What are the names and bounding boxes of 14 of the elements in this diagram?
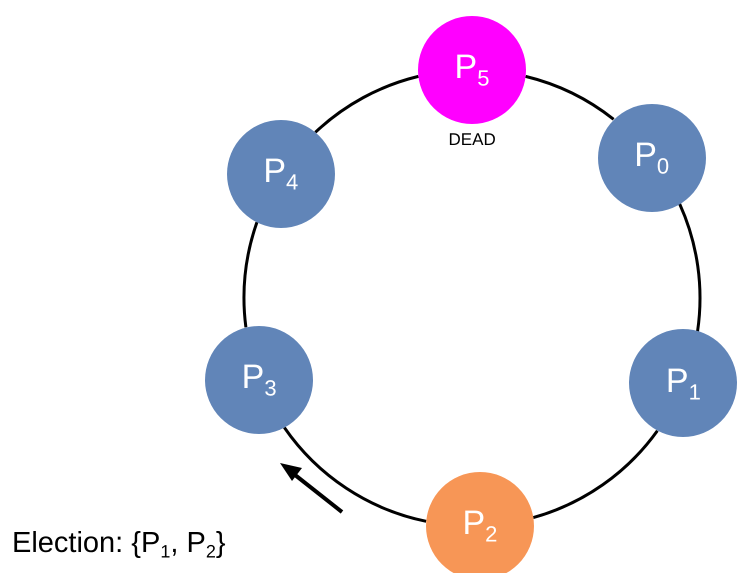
ring-connector xyxy=(532,430,659,520)
process-label: P$_{3}$ xyxy=(242,358,277,402)
message-label: Election: {P$_{1}$, P$_{2}$} xyxy=(12,527,226,562)
process-label: P$_{5}$ xyxy=(454,48,490,92)
ring-connector xyxy=(283,426,427,523)
process-label: P$_{0}$ xyxy=(634,136,670,180)
ring-connector xyxy=(314,74,419,134)
process-label: P$_{2}$ xyxy=(462,504,498,548)
ring-connector xyxy=(525,74,614,121)
process-label: P$_{1}$ xyxy=(666,362,701,406)
ring-connector xyxy=(678,203,702,332)
process-label: P$_{4}$ xyxy=(263,152,298,196)
status-label: DEAD xyxy=(448,130,496,150)
ring-connector xyxy=(242,222,258,328)
